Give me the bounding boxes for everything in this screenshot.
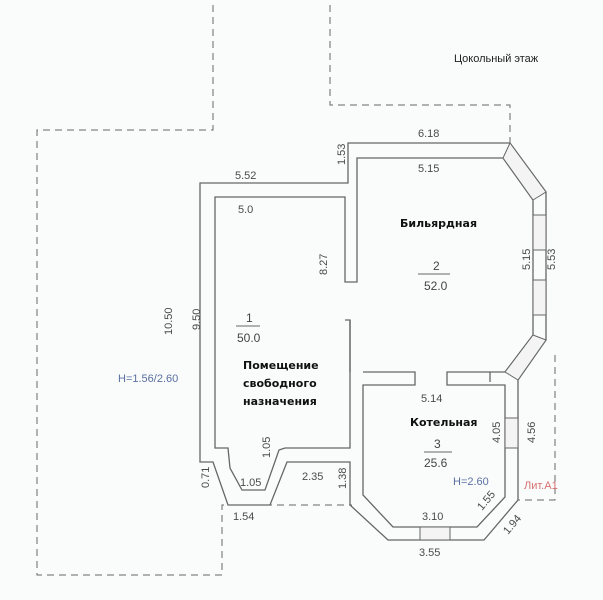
window-top-right bbox=[502, 142, 547, 201]
dim-1-05-vertical: 1.05 bbox=[261, 437, 273, 458]
room-1-name-line-2: свободного bbox=[243, 377, 317, 390]
dim-9-50: 9.50 bbox=[191, 309, 203, 330]
window-right-lower bbox=[532, 279, 547, 316]
room-1-name-line-3: назначения bbox=[243, 395, 317, 408]
height-main: H=1.56/2.60 bbox=[118, 373, 178, 385]
dim-4-56: 4.56 bbox=[526, 422, 538, 443]
dim-4-05: 4.05 bbox=[491, 422, 503, 443]
dashed-contour-left bbox=[36, 5, 352, 576]
dim-1-53: 1.53 bbox=[336, 144, 348, 165]
room-1-number: 1 bbox=[246, 311, 253, 325]
lit-label: Лит.А1 bbox=[524, 480, 558, 492]
room-1-area: 50.0 bbox=[237, 331, 261, 345]
dim-1-54: 1.54 bbox=[233, 511, 254, 523]
dim-1-55: 1.55 bbox=[475, 489, 498, 513]
window-bottom-right bbox=[504, 334, 547, 381]
room-3-number: 3 bbox=[434, 437, 441, 451]
room-3-name: Котельная bbox=[410, 416, 477, 429]
room-1-name-line-1: Помещение bbox=[243, 359, 319, 372]
dim-1-38: 1.38 bbox=[337, 468, 349, 489]
room-2-number: 2 bbox=[433, 259, 440, 273]
dashed-contour-top bbox=[329, 5, 511, 143]
dim-8-27: 8.27 bbox=[318, 254, 330, 275]
dim-3-55: 3.55 bbox=[419, 547, 440, 559]
dim-5-15-right: 5.15 bbox=[521, 249, 533, 270]
dim-0-71: 0.71 bbox=[200, 467, 212, 488]
dim-10-50: 10.50 bbox=[163, 307, 175, 335]
dim-5-52: 5.52 bbox=[235, 170, 256, 182]
dim-5-14: 5.14 bbox=[421, 393, 442, 405]
room-2-name: Бильярдная bbox=[400, 217, 477, 230]
room-2-area: 52.0 bbox=[424, 279, 448, 293]
dim-3-10: 3.10 bbox=[422, 511, 443, 523]
window-boiler-right bbox=[504, 417, 519, 449]
window-right-upper bbox=[532, 214, 547, 251]
dashed-contour-right bbox=[518, 355, 556, 501]
floor-title: Цокольный этаж bbox=[454, 53, 539, 65]
dim-6-18: 6.18 bbox=[418, 128, 439, 140]
dim-5-0: 5.0 bbox=[238, 204, 253, 216]
height-boiler: H=2.60 bbox=[453, 476, 489, 488]
room-3-area: 25.6 bbox=[424, 456, 448, 470]
window-boiler-bottom bbox=[419, 526, 451, 541]
dim-1-05-horizontal: 1.05 bbox=[240, 477, 261, 489]
dim-5-53: 5.53 bbox=[546, 249, 558, 270]
dim-2-35: 2.35 bbox=[302, 471, 323, 483]
dim-5-15-top: 5.15 bbox=[418, 163, 439, 175]
